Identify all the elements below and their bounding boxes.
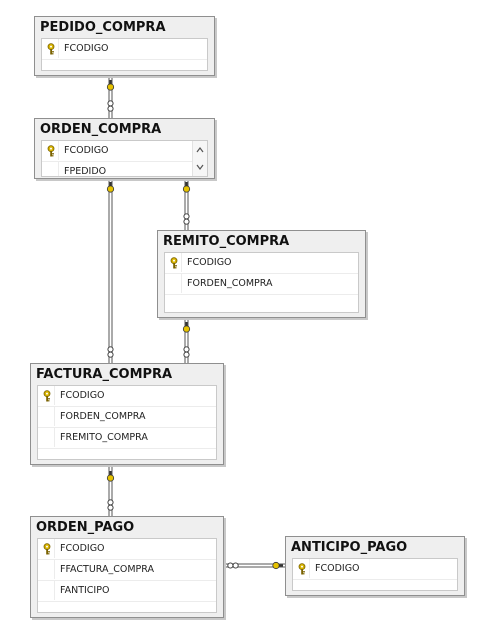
table-title: ORDEN_COMPRA [40, 122, 162, 137]
column-name: FCODIGO [315, 563, 360, 574]
column-grid: FCODIGO [41, 38, 208, 71]
table-title: PEDIDO_COMPRA [40, 20, 166, 35]
key-end-marker [272, 561, 284, 570]
column-row[interactable]: FCODIGO [293, 559, 457, 580]
scroll-down-icon[interactable] [196, 163, 204, 171]
column-row[interactable]: FPEDIDO [42, 162, 207, 177]
key-end-marker [106, 79, 115, 91]
key-icon [43, 390, 51, 402]
table-remito-compra[interactable]: REMITO_COMPRA FCODIGO FORDEN_COMPRA [157, 230, 366, 318]
key-end-marker [182, 321, 191, 333]
column-name: FPEDIDO [64, 166, 107, 177]
column-row[interactable]: FREMITO_COMPRA [38, 428, 216, 449]
column-row[interactable]: FORDEN_COMPRA [38, 407, 216, 428]
column-grid: FCODIGO FPEDIDO [41, 140, 208, 177]
key-end-marker [106, 470, 115, 482]
scroll-up-icon[interactable] [196, 146, 204, 154]
column-row[interactable]: FFACTURA_COMPRA [38, 560, 216, 581]
table-anticipo-pago[interactable]: ANTICIPO_PAGO FCODIGO [285, 536, 465, 596]
column-row[interactable]: FCODIGO [38, 386, 216, 407]
column-name: FCODIGO [187, 257, 232, 268]
link-orden-remito [182, 178, 191, 230]
column-row[interactable]: FCODIGO [38, 539, 216, 560]
column-name: FFACTURA_COMPRA [60, 564, 154, 575]
column-name: FANTICIPO [60, 585, 110, 596]
column-name: FORDEN_COMPRA [60, 411, 146, 422]
key-icon [47, 145, 55, 157]
column-row[interactable]: FCODIGO [42, 39, 207, 60]
column-row[interactable]: FCODIGO [42, 141, 207, 162]
column-name: FCODIGO [60, 543, 105, 554]
table-title: ANTICIPO_PAGO [291, 540, 408, 555]
key-end-marker [182, 181, 191, 193]
link-remito-factura [182, 318, 191, 363]
table-orden-pago[interactable]: ORDEN_PAGO FCODIGO FFACTURA_COMPRA FANTI… [30, 516, 224, 618]
column-row[interactable]: FCODIGO [165, 253, 358, 274]
vertical-scrollbar[interactable] [192, 141, 207, 176]
link-factura-ordenpago [106, 465, 115, 516]
column-name: FCODIGO [64, 145, 109, 156]
link-orden-factura [106, 178, 115, 363]
column-row[interactable]: FORDEN_COMPRA [165, 274, 358, 295]
column-name: FCODIGO [64, 43, 109, 54]
column-name: FORDEN_COMPRA [187, 278, 273, 289]
column-name: FREMITO_COMPRA [60, 432, 148, 443]
column-grid: FCODIGO [292, 558, 458, 591]
table-title: FACTURA_COMPRA [36, 367, 173, 382]
table-title: REMITO_COMPRA [163, 234, 290, 249]
column-grid: FCODIGO FFACTURA_COMPRA FANTICIPO [37, 538, 217, 613]
key-end-marker [106, 181, 115, 193]
link-pedido-orden [106, 76, 115, 118]
link-anticipo-ordenpago [224, 561, 286, 570]
key-icon [298, 563, 306, 575]
table-factura-compra[interactable]: FACTURA_COMPRA FCODIGO FORDEN_COMPRA FRE… [30, 363, 224, 465]
table-pedido-compra[interactable]: PEDIDO_COMPRA FCODIGO [34, 16, 215, 76]
key-icon [47, 43, 55, 55]
key-icon [170, 257, 178, 269]
column-row[interactable]: FANTICIPO [38, 581, 216, 602]
column-name: FCODIGO [60, 390, 105, 401]
table-title: ORDEN_PAGO [36, 520, 135, 535]
column-grid: FCODIGO FORDEN_COMPRA FREMITO_COMPRA [37, 385, 217, 460]
table-orden-compra[interactable]: ORDEN_COMPRA FCODIGO FPEDIDO [34, 118, 215, 179]
key-icon [43, 543, 51, 555]
column-grid: FCODIGO FORDEN_COMPRA [164, 252, 359, 313]
